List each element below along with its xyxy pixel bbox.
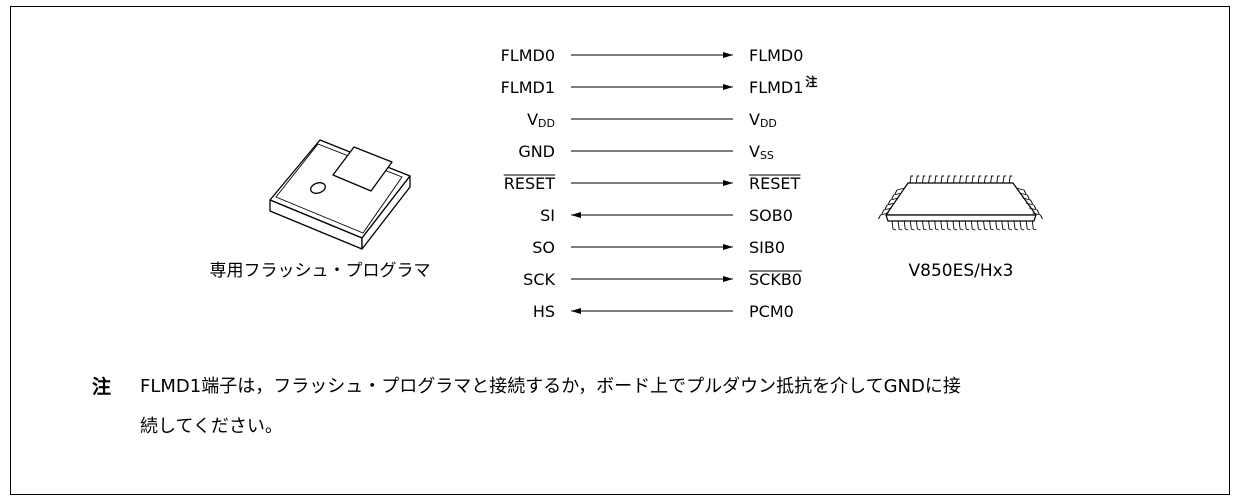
note-text-line-2: 続してください。 xyxy=(140,416,283,437)
connection-row: VDD VDD xyxy=(527,110,777,130)
left-signal-label: SO xyxy=(532,238,555,257)
left-signal-label: FLMD0 xyxy=(501,46,555,65)
left-signal-label: HS xyxy=(533,302,555,321)
right-signal-label: VDD xyxy=(749,110,777,130)
connection-row: SO SIB0 xyxy=(532,238,785,257)
figure-frame xyxy=(10,6,1230,495)
right-signal-label: RESET xyxy=(749,174,800,193)
flash-programmer-icon xyxy=(269,139,411,250)
connection-row: SCK SCKB0 xyxy=(523,270,802,289)
connection-row: GND VSS xyxy=(518,142,774,162)
programmer-label: 専用フラッシュ・プログラマ xyxy=(210,261,431,281)
right-signal-label: SOB0 xyxy=(749,206,793,225)
note-mark: 注 xyxy=(92,376,112,398)
right-signal-label: SIB0 xyxy=(749,238,785,257)
right-signal-label: PCM0 xyxy=(749,302,794,321)
left-signal-label: FLMD1 xyxy=(501,78,555,97)
right-signal-label: SCKB0 xyxy=(749,270,802,289)
right-signal-label: VSS xyxy=(749,142,774,162)
connection-row: SI SOB0 xyxy=(540,206,793,225)
target-device-label: V850ES/Hx3 xyxy=(909,261,1014,281)
left-signal-label: GND xyxy=(518,142,555,161)
right-signal-label: FLMD0 xyxy=(749,46,803,65)
left-signal-label: SI xyxy=(540,206,555,225)
microcontroller-chip-icon xyxy=(878,175,1043,231)
connection-row: HS PCM0 xyxy=(533,302,794,321)
left-signal-label: VDD xyxy=(527,110,555,130)
connection-row: RESET RESET xyxy=(503,174,801,193)
left-signal-label: SCK xyxy=(523,270,555,289)
left-signal-label: RESET xyxy=(504,174,555,193)
note-text-line-1: FLMD1端子は，フラッシュ・プログラマと接続するか，ボード上でプルダウン抵抗を… xyxy=(140,376,961,397)
connection-row: FLMD0 FLMD0 xyxy=(501,46,804,65)
